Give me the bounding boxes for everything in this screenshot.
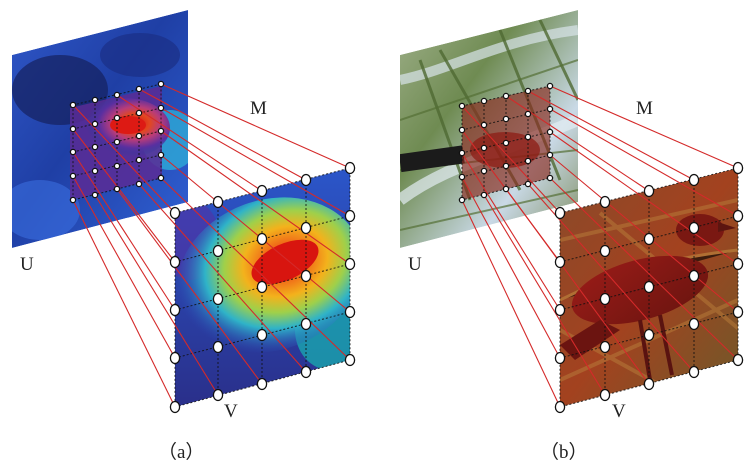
grid-points-v-b <box>554 161 744 414</box>
label-u-a: U <box>20 254 34 275</box>
label-m-a: M <box>250 98 267 119</box>
correspondence-lines-b <box>461 85 739 408</box>
label-v-a: V <box>224 401 238 422</box>
correspondence-lines-a <box>72 83 351 408</box>
caption-a: （a） <box>158 441 204 463</box>
caption-b: （b） <box>540 441 588 463</box>
grid-points-u-b <box>458 82 554 204</box>
panel-a: U M V （a） <box>12 10 356 463</box>
panel-b: U M V （b） <box>400 10 744 463</box>
grid-points-u-a <box>69 80 165 204</box>
label-v-b: V <box>612 401 626 422</box>
label-u-b: U <box>408 254 422 275</box>
label-m-b: M <box>636 98 653 119</box>
grid-points-v-a <box>169 161 356 414</box>
